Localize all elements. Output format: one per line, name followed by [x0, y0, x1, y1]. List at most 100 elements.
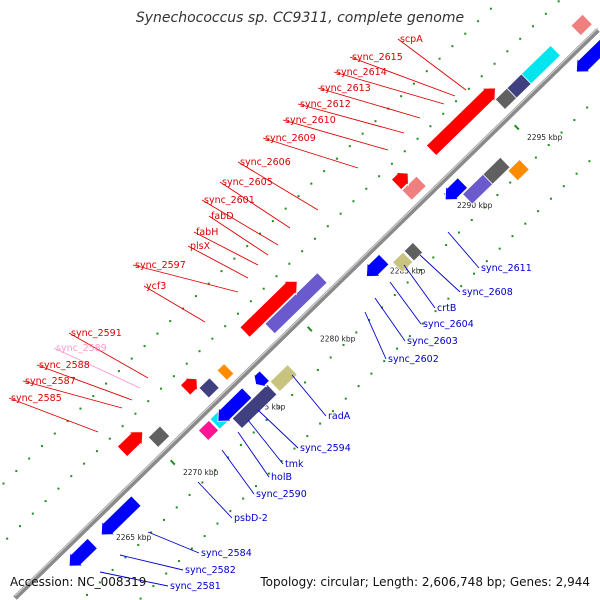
guide-dot [323, 170, 326, 173]
guide-dot [224, 325, 227, 328]
tick-label: 2275 kbp [250, 403, 286, 412]
guide-dot [28, 457, 31, 460]
guide-dot [429, 125, 432, 128]
guide-dot [252, 431, 255, 434]
reverse-gene-label: sync_2581 [170, 581, 221, 592]
guide-dot [352, 200, 355, 203]
reverse-gene [403, 241, 424, 262]
guide-dot [442, 112, 445, 115]
guide-dot [506, 50, 509, 53]
guide-dot [396, 347, 399, 350]
guide-dot [344, 397, 347, 400]
guide-dot [534, 156, 537, 159]
guide-dot [549, 197, 552, 200]
genome-backbone-highlight [14, 27, 599, 597]
guide-dot [412, 82, 415, 85]
guide-dot [335, 157, 338, 160]
guide-dot [297, 195, 300, 198]
reverse-gene-label: crtB [437, 303, 456, 314]
guide-dot [573, 119, 576, 122]
forward-gene [264, 272, 328, 335]
guide-dot [66, 420, 69, 423]
guide-dot [137, 543, 140, 546]
reverse-gene [444, 177, 469, 201]
guide-dot [259, 232, 262, 235]
guide-dot [15, 470, 18, 473]
forward-gene-label: sync_2615 [352, 52, 403, 63]
guide-dot [434, 310, 437, 313]
guide-dot [190, 547, 193, 550]
reverse-gene [231, 383, 278, 430]
guide-dot [319, 422, 322, 425]
accession-label: Accession: NC_008319 [10, 575, 146, 589]
guide-dot [53, 432, 56, 435]
guide-dot [370, 372, 373, 375]
guide-dot [98, 581, 101, 584]
guide-dot [532, 25, 535, 28]
guide-dot [438, 57, 441, 60]
guide-dot [447, 297, 450, 300]
guide-dot [313, 237, 316, 240]
guide-dot [416, 137, 419, 140]
reverse-gene [482, 156, 511, 185]
guide-dot [511, 235, 514, 238]
reverse-gene-label: sync_2590 [256, 489, 307, 500]
forward-gene-label: sync_2589 [56, 343, 107, 354]
reverse-gene [197, 419, 220, 442]
guide-dot [194, 295, 197, 298]
guide-dot [498, 247, 501, 250]
guide-dot [178, 560, 181, 563]
guide-dot [105, 382, 108, 385]
reverse-gene [391, 251, 414, 273]
guide-dot [95, 450, 98, 453]
forward-gene-label: fabH [196, 227, 218, 238]
guide-dot [124, 556, 127, 559]
guide-dot [233, 257, 236, 260]
reverse-gene [217, 387, 253, 422]
guide-dot [262, 287, 265, 290]
guide-dot [229, 510, 232, 513]
reverse-gene [68, 537, 98, 567]
guide-dot [280, 460, 283, 463]
guide-dot [288, 262, 291, 265]
forward-gene [401, 175, 427, 201]
guide-dot [467, 87, 470, 90]
guide-dot [108, 437, 111, 440]
forward-gene-label-leader [22, 380, 123, 409]
guide-dot [92, 395, 95, 398]
guide-dot [493, 62, 496, 65]
tick-label: 2280 kbp [320, 334, 356, 343]
guide-dot [275, 275, 278, 278]
reverse-gene-label: sync_2594 [300, 443, 351, 454]
guide-dot [464, 32, 467, 35]
forward-gene-label: sync_2597 [135, 260, 186, 271]
forward-gene [116, 431, 144, 458]
forward-gene-label-leader [36, 364, 133, 401]
forward-gene [239, 280, 298, 338]
reverse-gene-label: sync_2603 [407, 336, 458, 347]
guide-dot [249, 300, 252, 303]
guide-dot [267, 472, 270, 475]
forward-gene-label: sync_2587 [25, 376, 76, 387]
guide-dot [368, 318, 371, 321]
guide-dot [242, 497, 245, 500]
guide-dot [421, 322, 424, 325]
guide-dot [383, 360, 386, 363]
guide-dot [403, 150, 406, 153]
forward-gene-label: sync_2601 [204, 195, 255, 206]
guide-dot [271, 220, 274, 223]
guide-dot [560, 131, 563, 134]
reverse-gene-label-leader [374, 297, 406, 342]
reverse-gene [100, 495, 142, 536]
forward-gene-label: sync_2614 [336, 67, 387, 78]
reverse-gene-label: sync_2604 [423, 319, 474, 330]
guide-dot [374, 120, 377, 123]
forward-gene [198, 377, 220, 399]
reverse-gene-label-leader [389, 281, 422, 325]
reverse-gene-label: tmk [285, 459, 304, 470]
map-title: Synechococcus sp. CC9311, complete genom… [136, 10, 464, 26]
guide-dot [121, 425, 124, 428]
guide-dot [378, 175, 381, 178]
forward-gene-label: sync_2588 [39, 360, 90, 371]
